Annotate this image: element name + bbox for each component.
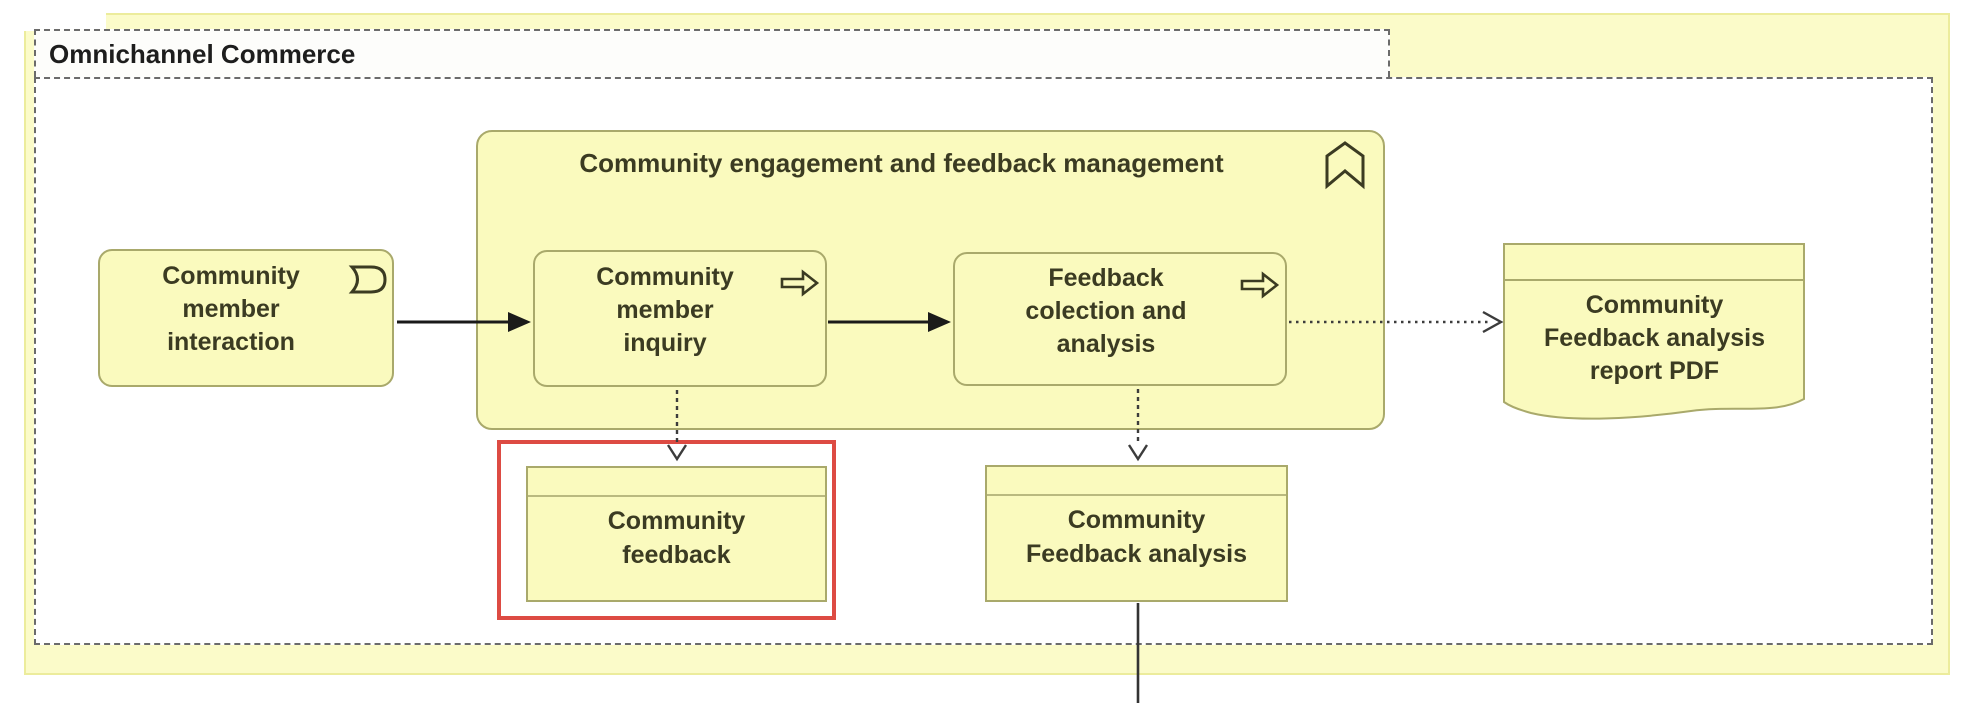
object-label: Community feedback — [528, 497, 825, 572]
group-title: Community engagement and feedback manage… — [579, 148, 1224, 178]
node-report-pdf[interactable]: Community Feedback analysis report PDF — [1503, 243, 1806, 425]
node-label-line: feedback — [622, 541, 731, 569]
object-header-band — [987, 467, 1286, 496]
node-label-line: Feedback analysis — [1026, 540, 1247, 568]
process-arrow-icon — [780, 269, 820, 297]
node-community-member-interaction[interactable]: Community member interaction — [98, 249, 394, 387]
grouping-label-tab[interactable]: Omnichannel Commerce — [34, 29, 1390, 77]
node-label-line: member — [182, 295, 280, 323]
node-label-line: inquiry — [623, 329, 707, 357]
object-community-feedback[interactable]: Community feedback — [526, 466, 827, 602]
node-label-line: Feedback analysis — [1544, 324, 1765, 352]
node-label-line: Community — [607, 507, 746, 535]
node-label-line: colection and — [1025, 297, 1187, 325]
node-label-line: interaction — [167, 328, 295, 356]
outer-grouping-notch — [22, 11, 106, 31]
node-feedback-collection-analysis[interactable]: Feedback colection and analysis — [953, 252, 1287, 386]
node-label-line: Feedback — [1048, 264, 1164, 292]
object-label: Community Feedback analysis — [987, 496, 1286, 571]
node-label-line: Community — [1585, 291, 1724, 319]
node-label-line: Community — [162, 262, 300, 290]
node-label-line: analysis — [1056, 330, 1156, 358]
node-label-line: report PDF — [1589, 357, 1720, 385]
object-header-band — [528, 468, 825, 497]
grouping-label: Omnichannel Commerce — [49, 39, 356, 69]
document-shape — [1503, 243, 1805, 420]
node-community-member-inquiry[interactable]: Community member inquiry — [533, 250, 827, 387]
node-label-line: Community — [1067, 506, 1206, 534]
object-community-feedback-analysis[interactable]: Community Feedback analysis — [985, 465, 1288, 602]
process-arrow-icon — [1240, 271, 1280, 299]
document-label: Community Feedback analysis report PDF — [1503, 289, 1806, 388]
node-label-line: member — [616, 296, 714, 324]
highlight-box — [497, 440, 836, 620]
event-icon — [348, 265, 387, 294]
chevron-banner-icon — [1325, 141, 1365, 190]
node-label-line: Community — [596, 263, 734, 291]
